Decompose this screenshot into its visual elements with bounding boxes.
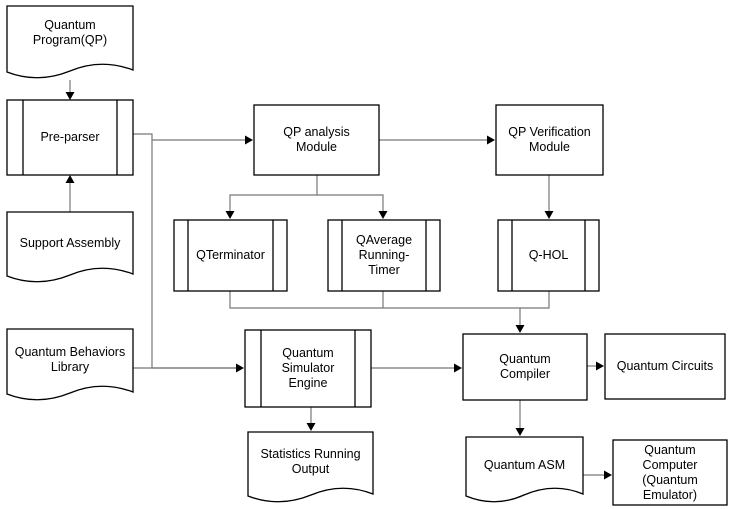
arrowhead: [544, 211, 554, 219]
node-quantum-computer: Quantum Computer (Quantum Emulator): [642, 442, 698, 502]
edge-qterminator-to-compiler: [229, 291, 521, 325]
box-simulator-engine: [244, 329, 372, 408]
node-quantum-asm: Quantum ASM: [483, 457, 566, 472]
doc-shape-quantum-asm: [465, 436, 584, 503]
arrowhead: [596, 361, 604, 371]
node-quantum-circuits: Quantum Circuits: [616, 359, 714, 373]
doc-shape-support-assembly: [6, 211, 134, 283]
doc-shape-quantum-program: [6, 5, 134, 79]
process-boxes: [253, 104, 728, 506]
arrowhead: [515, 428, 525, 436]
box-quantum-compiler: [462, 333, 588, 401]
arrowheads: [65, 92, 612, 480]
node-pre-parser: Pre-parser: [40, 130, 100, 144]
arrowhead: [454, 363, 462, 373]
node-quantum-simulator-engine: Quantum Simulator Engine: [281, 346, 335, 390]
node-qterminator: QTerminator: [196, 248, 265, 262]
document-shapes: [6, 5, 584, 503]
arrowhead: [487, 135, 495, 145]
box-pre-parser: [6, 99, 134, 176]
edge-analysis-to-qterminator: [229, 175, 318, 211]
node-quantum-behaviors-library: Quantum Behaviors Library: [14, 345, 126, 374]
doc-shape-quantum-behaviors-library: [6, 328, 134, 401]
arrowhead: [378, 211, 388, 219]
edge-preparser-to-analysis: [133, 133, 245, 141]
box-qterminator: [173, 219, 288, 292]
node-quantum-program: Quantum Program(QP): [32, 18, 108, 47]
arrowhead: [604, 470, 612, 480]
arrowhead: [515, 325, 525, 333]
box-qaverage: [327, 219, 441, 292]
box-qp-analysis: [253, 104, 380, 176]
arrowhead: [65, 92, 75, 100]
box-quantum-computer: [612, 439, 728, 506]
node-qaverage-running-timer: QAverage Running- Timer: [355, 233, 413, 277]
node-qp-analysis-module: QP analysis Module: [283, 125, 350, 154]
arrowhead: [225, 211, 235, 219]
node-quantum-compiler: Quantum Compiler: [499, 352, 551, 381]
edge-qhol-to-compiler: [520, 291, 550, 309]
connectors: [69, 80, 604, 476]
arrowhead: [236, 363, 244, 373]
arrowhead: [65, 175, 75, 183]
edge-analysis-to-qaverage: [317, 194, 384, 211]
node-statistics-running-output: Statistics Running Output: [260, 447, 361, 476]
doc-shape-statistics-output: [247, 431, 374, 503]
predefined-process-boxes: [6, 99, 600, 408]
box-quantum-circuits: [604, 333, 726, 400]
arrowhead: [306, 423, 316, 431]
box-q-hol: [497, 219, 600, 292]
arrowhead: [245, 135, 253, 145]
node-q-hol: Q-HOL: [528, 248, 569, 262]
node-qp-verification-module: QP Verification Module: [508, 125, 591, 154]
node-support-assembly: Support Assembly: [19, 235, 121, 250]
box-qp-verification: [495, 104, 604, 176]
